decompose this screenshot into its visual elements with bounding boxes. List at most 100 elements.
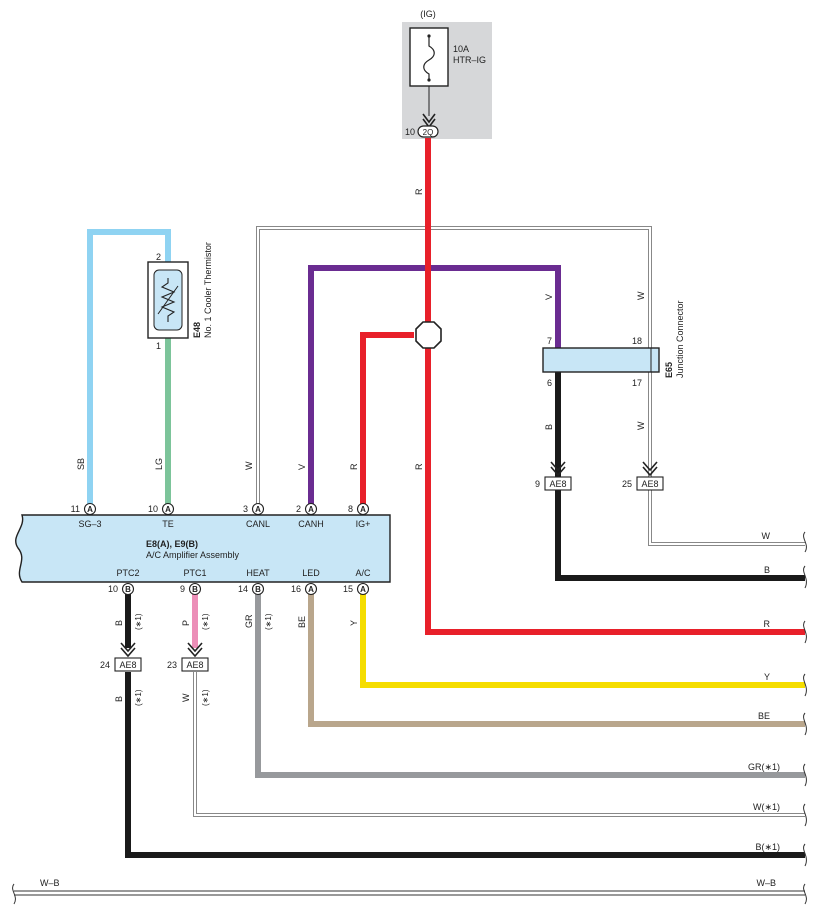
wire-gr: [255, 594, 805, 778]
amplifier-body: [15, 514, 391, 583]
svg-text:A: A: [255, 505, 261, 514]
junction-pin-tl: 7: [547, 336, 552, 346]
top-pin-canh: 2 A CANH: [296, 502, 324, 529]
label-note-ptc2-low: (∗1): [134, 689, 143, 706]
arrow-icon: [642, 461, 658, 477]
fuse-name: HTR–IG: [453, 55, 486, 65]
wire-w1-inner: [194, 672, 805, 816]
wire-r-main: [425, 138, 805, 635]
label-r-main-top: R: [414, 188, 424, 195]
junction-body: [542, 347, 660, 373]
wire-w-right-outer: [648, 372, 805, 546]
right-label-y: Y: [764, 672, 770, 682]
svg-text:B: B: [255, 585, 261, 594]
label-be-led: BE: [297, 616, 307, 628]
svg-text:TE: TE: [162, 519, 174, 529]
svg-text:14: 14: [238, 584, 248, 594]
label-gr-heat: GR: [244, 614, 254, 628]
junction-pin-tr: 18: [632, 336, 642, 346]
splice-point: [415, 321, 442, 349]
right-label-be: BE: [758, 711, 770, 721]
thermistor-e48: 2 1 E48 No. 1 Cooler Thermistor: [147, 242, 213, 351]
svg-text:23: 23: [167, 660, 177, 670]
amplifier-codes: E8(A), E9(B): [146, 539, 198, 549]
svg-text:AE8: AE8: [119, 660, 136, 670]
label-lg: LG: [154, 458, 164, 470]
bottom-pin-led: LED 16 A: [291, 568, 320, 596]
right-wire-labels: W B R Y BE GR(∗1) W(∗1) B(∗1) W–B W–B: [40, 531, 780, 888]
bottom-pin-ptc2: PTC2 10 B: [108, 568, 140, 596]
label-note-ptc2: (∗1): [134, 613, 143, 630]
junction-connector-e65: 7 18 6 17 E65 Junction Connector: [542, 300, 685, 388]
svg-text:10: 10: [108, 584, 118, 594]
right-label-r: R: [764, 619, 771, 629]
svg-text:25: 25: [622, 479, 632, 489]
wire-v: [308, 265, 561, 504]
junction-pin-bl: 6: [547, 378, 552, 388]
svg-text:B: B: [192, 585, 198, 594]
svg-text:16: 16: [291, 584, 301, 594]
connector-ae8-24: 24 AE8: [100, 642, 142, 672]
wire-w1-outer: [193, 672, 805, 817]
svg-text:15: 15: [343, 584, 353, 594]
junction-name: Junction Connector: [675, 300, 685, 378]
wires: [14, 138, 805, 896]
wire-w-canl-inner: [257, 227, 651, 504]
label-b-junction: B: [544, 424, 554, 430]
thermistor-slash-icon: [157, 285, 179, 315]
top-pin-canl: 3 A CANL: [243, 502, 270, 529]
svg-text:AE8: AE8: [549, 479, 566, 489]
svg-text:B: B: [125, 585, 131, 594]
fuse-rating: 10A: [453, 44, 469, 54]
svg-text:3: 3: [243, 504, 248, 514]
label-note-ptc1-low: (∗1): [201, 689, 210, 706]
thermistor-pin-top: 2: [156, 252, 161, 262]
label-v-canh: V: [297, 464, 307, 470]
svg-text:9: 9: [180, 584, 185, 594]
label-w-canl: W: [244, 461, 254, 470]
svg-text:CANH: CANH: [298, 519, 324, 529]
junction-code: E65: [664, 362, 674, 378]
svg-text:A: A: [308, 505, 314, 514]
label-p-ptc1: P: [181, 620, 191, 626]
label-note-heat: (∗1): [264, 613, 273, 630]
top-pin-sg3: 11 A SG–3: [71, 502, 102, 529]
fuse-pin-connector-label: 2Q: [423, 128, 434, 137]
svg-text:A/C: A/C: [355, 568, 371, 578]
label-v-junction: V: [544, 294, 554, 300]
bottom-pin-ptc1: PTC1 9 B: [180, 568, 207, 596]
label-b-ptc2: B: [114, 620, 124, 626]
svg-text:AE8: AE8: [641, 479, 658, 489]
label-note-ptc1: (∗1): [201, 613, 210, 630]
svg-text:A: A: [308, 585, 314, 594]
svg-text:8: 8: [348, 504, 353, 514]
fuse-terminal-top: [427, 34, 431, 38]
label-w-junction-bot: W: [636, 421, 646, 430]
ac-amplifier-assembly: E8(A), E9(B) A/C Amplifier Assembly: [15, 514, 391, 583]
fuse-circuit-label: (IG): [420, 9, 436, 19]
wire-labels: SB LG W V R R R V W B W B (∗1) P (∗1) GR…: [76, 188, 646, 706]
svg-text:A: A: [165, 505, 171, 514]
svg-text:PTC2: PTC2: [116, 568, 139, 578]
svg-text:A: A: [360, 505, 366, 514]
svg-text:AE8: AE8: [186, 660, 203, 670]
wire-b-ptc2-bottom: [125, 672, 805, 858]
svg-text:LED: LED: [302, 568, 320, 578]
thermistor-code: E48: [192, 322, 202, 338]
amplifier-top-pins: 11 A SG–3 10 A TE 3 A CANL 2 A CANH 8 A …: [71, 502, 370, 529]
svg-text:SG–3: SG–3: [78, 519, 101, 529]
thermistor-name: No. 1 Cooler Thermistor: [203, 242, 213, 338]
wire-break-marks: [12, 531, 807, 905]
svg-text:CANL: CANL: [246, 519, 270, 529]
label-r-main-mid: R: [414, 463, 424, 470]
bottom-pin-ac: A/C 15 A: [343, 568, 371, 596]
top-pin-te: 10 A TE: [148, 502, 175, 529]
wire-b-junction: [555, 372, 805, 581]
label-b-ptc2-low: B: [114, 696, 124, 702]
right-label-wb: W–B: [756, 878, 776, 888]
amplifier-name: A/C Amplifier Assembly: [146, 550, 240, 560]
top-pin-ig: 8 A IG+: [348, 502, 370, 529]
right-label-b: B: [764, 565, 770, 575]
fuse-pin-number: 10: [405, 127, 415, 137]
